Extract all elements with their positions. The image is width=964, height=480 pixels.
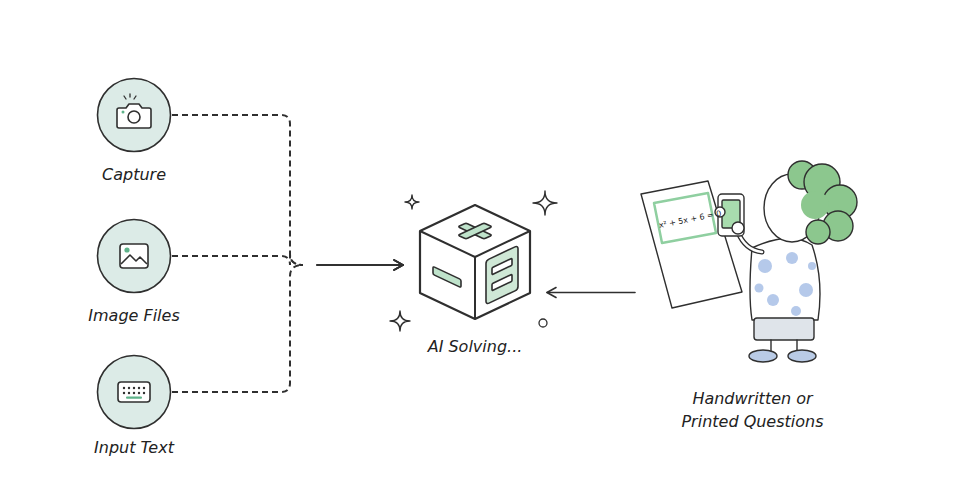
circle-shape [96,218,172,294]
node-label: Input Text [94,436,174,459]
sparkle-dot [539,319,547,327]
cube-shape [405,195,545,335]
arrow-line [547,292,635,294]
flow-connector [172,265,403,392]
node-label: AI Solving... [428,335,523,358]
solver-cube: AI Solving... [405,195,545,335]
arrow-line [317,264,403,266]
arrow-line [317,264,403,266]
circle-shape [96,354,172,430]
user-illustration: Handwritten or Printed Questions [635,150,870,435]
circle-shape [96,77,172,153]
flow-connector [172,115,403,265]
dashed-bracket [172,254,303,265]
input-circle: Capture [96,77,172,153]
sparkle [533,191,557,215]
flow-connector [172,254,403,265]
node-label: Handwritten or Printed Questions [665,387,840,433]
node-label: Image Files [88,304,179,327]
input-circle: Image Files [96,218,172,294]
node-label: Capture [102,163,166,186]
flow-connector [547,292,635,293]
sparkle [390,311,410,331]
dashed-bracket [172,265,303,392]
sparkle [405,195,419,209]
dashed-bracket [172,115,303,265]
input-circle: Input Text [96,354,172,430]
arrow-line [317,264,403,266]
